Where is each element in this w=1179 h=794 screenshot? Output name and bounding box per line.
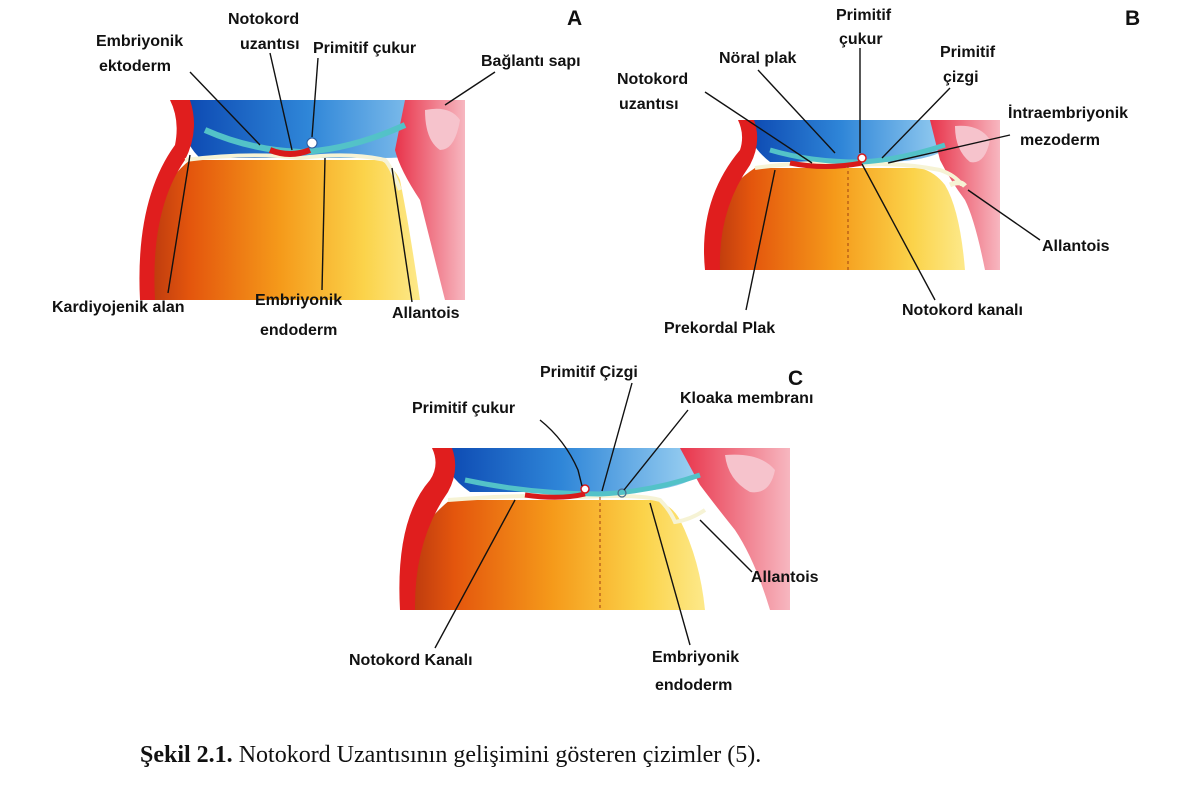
label-notokord-uzantisi-b-line2: uzantısı — [619, 96, 679, 113]
label-embriyonik-endoderm-a-line2: endoderm — [260, 322, 337, 339]
label-primitif-cukur-b-line1: Primitif — [836, 7, 892, 24]
label-embriyonik-ektoderm-a-line2: ektoderm — [99, 58, 171, 75]
label-embriyonik-endoderm-c-line1: Embriyonik — [652, 649, 739, 666]
label-primitif-cukur-b-line2: çukur — [839, 31, 883, 48]
label-primitif-cizgi-b-line2: çizgi — [943, 69, 979, 86]
label-notokord-uzantisi-b-line1: Notokord — [617, 71, 688, 88]
label-notokord-kanali-b: Notokord kanalı — [902, 302, 1023, 319]
panel-b-letter: B — [1125, 7, 1140, 30]
label-notokord-kanali-c: Notokord Kanalı — [349, 652, 473, 669]
label-embriyonik-endoderm-a-line1: Embriyonik — [255, 292, 342, 309]
panel-c: C Primitif Çizgi Primitif çukur Kloaka m… — [338, 364, 864, 710]
caption-label: Şekil 2.1. — [140, 742, 233, 768]
caption-text: Notokord Uzantısının gelişimini gösteren… — [239, 742, 762, 768]
label-kloaka-membrani-c: Kloaka membranı — [680, 390, 813, 407]
label-primitif-cukur-a: Primitif çukur — [313, 40, 416, 57]
label-primitif-cukur-c: Primitif çukur — [412, 400, 515, 417]
label-kardiyojenik-alan-a: Kardiyojenik alan — [52, 299, 185, 316]
label-primitif-cizgi-c: Primitif Çizgi — [540, 364, 638, 381]
label-embriyonik-ektoderm-a-line1: Embriyonik — [96, 33, 183, 50]
label-noral-plak-b: Nöral plak — [719, 50, 796, 67]
label-intraembriyonik-mezoderm-b-line2: mezoderm — [1020, 132, 1100, 149]
label-allantois-c: Allantois — [751, 569, 819, 586]
label-intraembriyonik-mezoderm-b-line1: İntraembriyonik — [1008, 104, 1128, 122]
label-notokord-uzantisi-a-line1: Notokord — [228, 11, 299, 28]
label-notokord-uzantisi-a-line2: uzantısı — [240, 36, 300, 53]
figure-caption: Şekil 2.1. Notokord Uzantısının gelişimi… — [140, 742, 761, 769]
label-allantois-b: Allantois — [1042, 238, 1110, 255]
panel-a: A Notokord uzantısı Embriyonik ektoderm … — [52, 7, 582, 339]
panel-b-drawing — [680, 120, 1000, 270]
panel-a-letter: A — [567, 7, 582, 30]
label-allantois-a: Allantois — [392, 305, 460, 322]
label-embriyonik-endoderm-c-line2: endoderm — [655, 677, 732, 694]
panel-a-drawing — [115, 100, 465, 300]
label-prekordal-plak-b: Prekordal Plak — [664, 320, 775, 337]
label-baglanti-sapi-a: Bağlantı sapı — [481, 53, 581, 70]
panel-c-letter: C — [788, 367, 803, 390]
label-primitif-cizgi-b-line1: Primitif — [940, 44, 996, 61]
panel-b: B Primitif çukur Nöral plak Notokord uza… — [617, 7, 1140, 337]
